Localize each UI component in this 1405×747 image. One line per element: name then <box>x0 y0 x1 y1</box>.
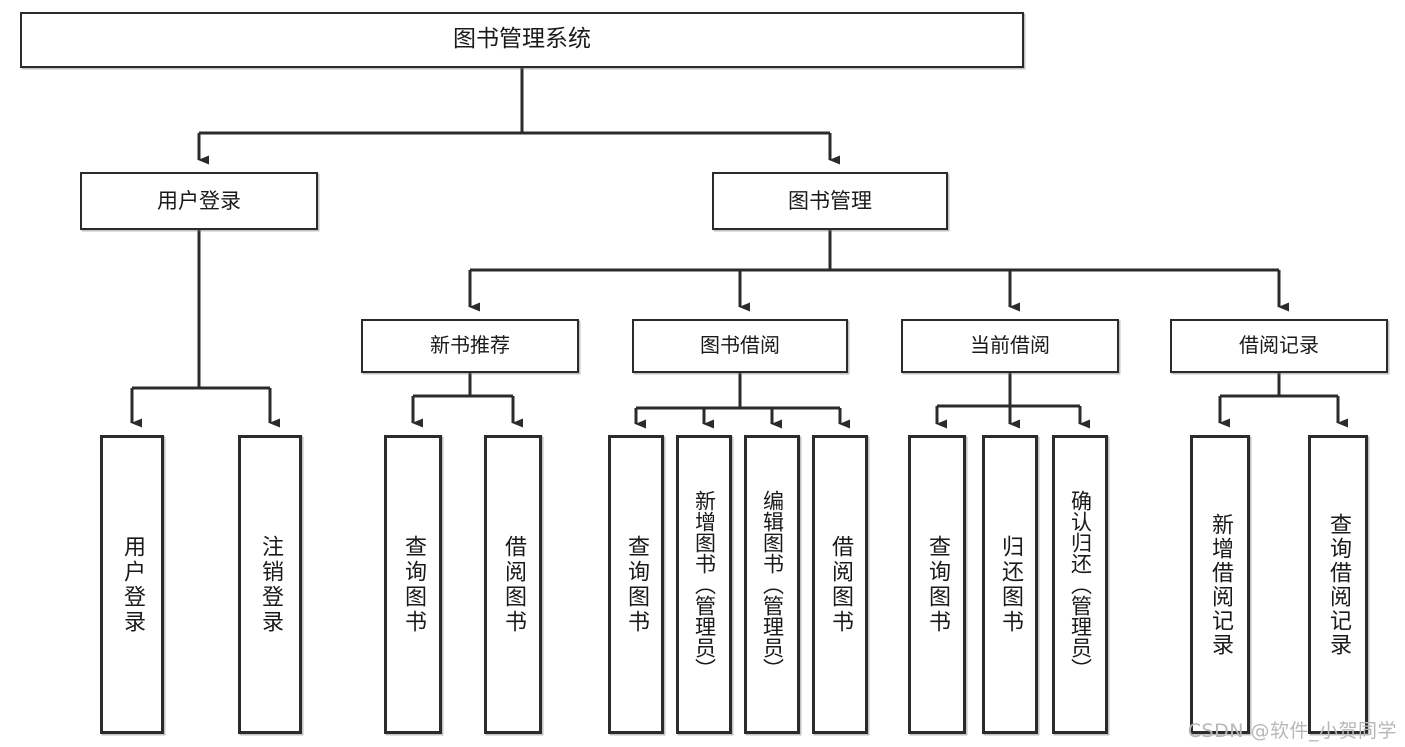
leaf-query-loan-record[interactable]: 查询借阅记录 <box>1308 435 1368 734</box>
node-label: 借阅图书 <box>501 534 526 635</box>
leaf-add-book-admin[interactable]: 新增图书（管理员） <box>676 435 732 734</box>
node-user-login[interactable]: 用户登录 <box>80 172 318 230</box>
node-loan-record[interactable]: 借阅记录 <box>1170 319 1388 373</box>
watermark-text: CSDN @软件_小贺同学 <box>1187 720 1397 742</box>
leaf-borrow-book-recommendation[interactable]: 借阅图书 <box>484 435 542 734</box>
node-label: 借阅图书 <box>828 534 853 635</box>
node-label: 图书借阅 <box>700 333 780 358</box>
node-label: 借阅记录 <box>1239 333 1319 358</box>
node-label: 注销登录 <box>258 534 283 635</box>
node-label: 查询图书 <box>401 534 426 635</box>
leaf-borrow-book[interactable]: 借阅图书 <box>812 435 868 734</box>
node-root-system[interactable]: 图书管理系统 <box>20 12 1024 68</box>
leaf-query-book-recommendation[interactable]: 查询图书 <box>384 435 442 734</box>
node-label: 查询图书 <box>925 534 950 635</box>
node-label: 编辑图书（管理员） <box>760 490 785 679</box>
node-label: 图书管理 <box>788 188 872 213</box>
node-label: 查询借阅记录 <box>1326 512 1351 657</box>
node-current-loan[interactable]: 当前借阅 <box>901 319 1119 373</box>
node-label: 确认归还（管理员） <box>1068 490 1093 679</box>
leaf-query-book[interactable]: 查询图书 <box>608 435 664 734</box>
leaf-query-current-book[interactable]: 查询图书 <box>908 435 966 734</box>
node-book-manage[interactable]: 图书管理 <box>712 172 948 230</box>
leaf-confirm-return-admin[interactable]: 确认归还（管理员） <box>1052 435 1108 734</box>
leaf-user-logout[interactable]: 注销登录 <box>238 435 302 734</box>
node-label: 新增借阅记录 <box>1208 512 1233 657</box>
leaf-user-login[interactable]: 用户登录 <box>100 435 164 734</box>
node-label: 归还图书 <box>998 534 1023 635</box>
node-new-book-recommendation[interactable]: 新书推荐 <box>361 319 579 373</box>
leaf-edit-book-admin[interactable]: 编辑图书（管理员） <box>744 435 800 734</box>
node-label: 新书推荐 <box>430 333 510 358</box>
node-label: 用户登录 <box>157 188 241 213</box>
node-label: 查询图书 <box>624 534 649 635</box>
node-label: 当前借阅 <box>970 333 1050 358</box>
leaf-return-book[interactable]: 归还图书 <box>982 435 1038 734</box>
node-book-borrow[interactable]: 图书借阅 <box>632 319 848 373</box>
leaf-add-loan-record[interactable]: 新增借阅记录 <box>1190 435 1250 734</box>
node-label: 图书管理系统 <box>453 26 591 53</box>
node-label: 用户登录 <box>120 534 145 635</box>
node-label: 新增图书（管理员） <box>692 490 717 679</box>
